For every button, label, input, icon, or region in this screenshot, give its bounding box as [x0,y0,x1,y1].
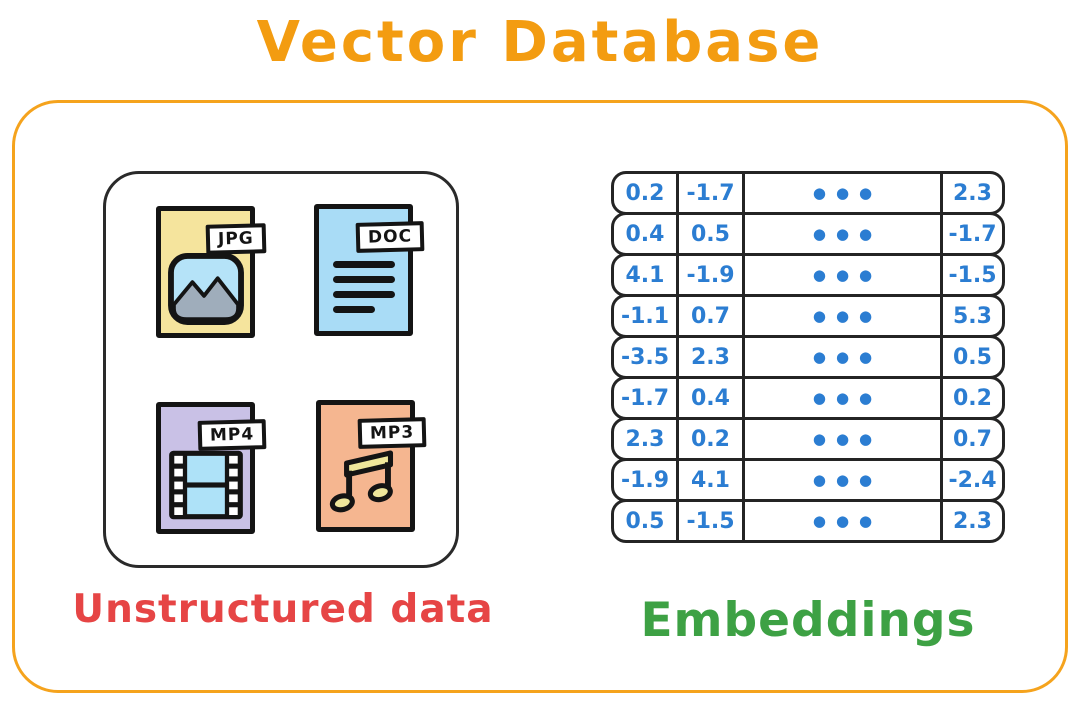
embeddings-label: Embeddings [640,593,976,648]
file-type-tag-mp4: MP4 [197,419,267,451]
embedding-value: -3.5 [620,344,670,370]
embedding-value: -1.7 [676,174,742,212]
embedding-value: 0.2 [940,379,1002,417]
embedding-value: 2.3 [676,338,742,376]
embedding-row: 4.1 -1.9●●●-1.5 [611,253,1005,297]
embedding-row: 0.2 -1.7●●●2.3 [611,171,1005,215]
embedding-value: 0.7 [940,420,1002,458]
image-icon [161,253,250,325]
embedding-value: 0.4 [676,379,742,417]
embedding-value: -1.9 [676,256,742,294]
page-title: Vector Database [256,10,824,75]
embedding-value: 0.5 [940,338,1002,376]
file-type-tag-jpg: JPG [205,223,267,255]
embedding-value: 0.4 [625,221,665,247]
embedding-ellipsis: ●●● [742,297,940,335]
film-strip-icon [161,449,250,521]
embedding-value: 2.3 [625,426,665,452]
embedding-row: 0.4 0.5●●●-1.7 [611,212,1005,256]
file-card-doc: DOC [314,204,425,336]
music-note-icon [321,441,410,519]
diagram-frame: JPG DOC MP4 [12,100,1068,693]
embedding-ellipsis: ●●● [742,461,940,499]
embedding-ellipsis: ●●● [742,502,940,540]
embedding-row: 2.3 0.2●●●0.7 [611,417,1005,461]
embedding-value: -1.5 [676,502,742,540]
embedding-value: 0.2 [625,180,665,206]
embedding-value: -1.9 [620,467,670,493]
embedding-ellipsis: ●●● [742,338,940,376]
embedding-value: 2.3 [940,502,1002,540]
file-card-mp3: MP3 [316,400,427,532]
embedding-value: -1.7 [620,385,670,411]
file-card-mp4: MP4 [156,402,267,534]
embedding-ellipsis: ●●● [742,215,940,253]
embedding-ellipsis: ●●● [742,256,940,294]
embedding-value: 0.5 [625,508,665,534]
file-type-tag-doc: DOC [355,221,425,253]
embedding-value: -1.5 [940,256,1002,294]
document-text-icon [333,261,395,313]
embedding-ellipsis: ●●● [742,420,940,458]
embedding-ellipsis: ●●● [742,379,940,417]
embedding-value: 2.3 [940,174,1002,212]
embedding-ellipsis: ●●● [742,174,940,212]
embedding-value: -1.1 [620,303,670,329]
embedding-value: 0.5 [676,215,742,253]
embedding-value: 4.1 [676,461,742,499]
embedding-row: 0.5 -1.5●●●2.3 [611,499,1005,543]
embedding-value: 5.3 [940,297,1002,335]
embedding-value: -2.4 [940,461,1002,499]
embedding-value: -1.7 [940,215,1002,253]
embedding-value: 0.2 [676,420,742,458]
unstructured-data-box: JPG DOC MP4 [103,171,459,568]
file-card-jpg: JPG [156,206,267,338]
embedding-value: 4.1 [625,262,665,288]
unstructured-data-label: Unstructured data [72,587,494,632]
embedding-value: 0.7 [676,297,742,335]
